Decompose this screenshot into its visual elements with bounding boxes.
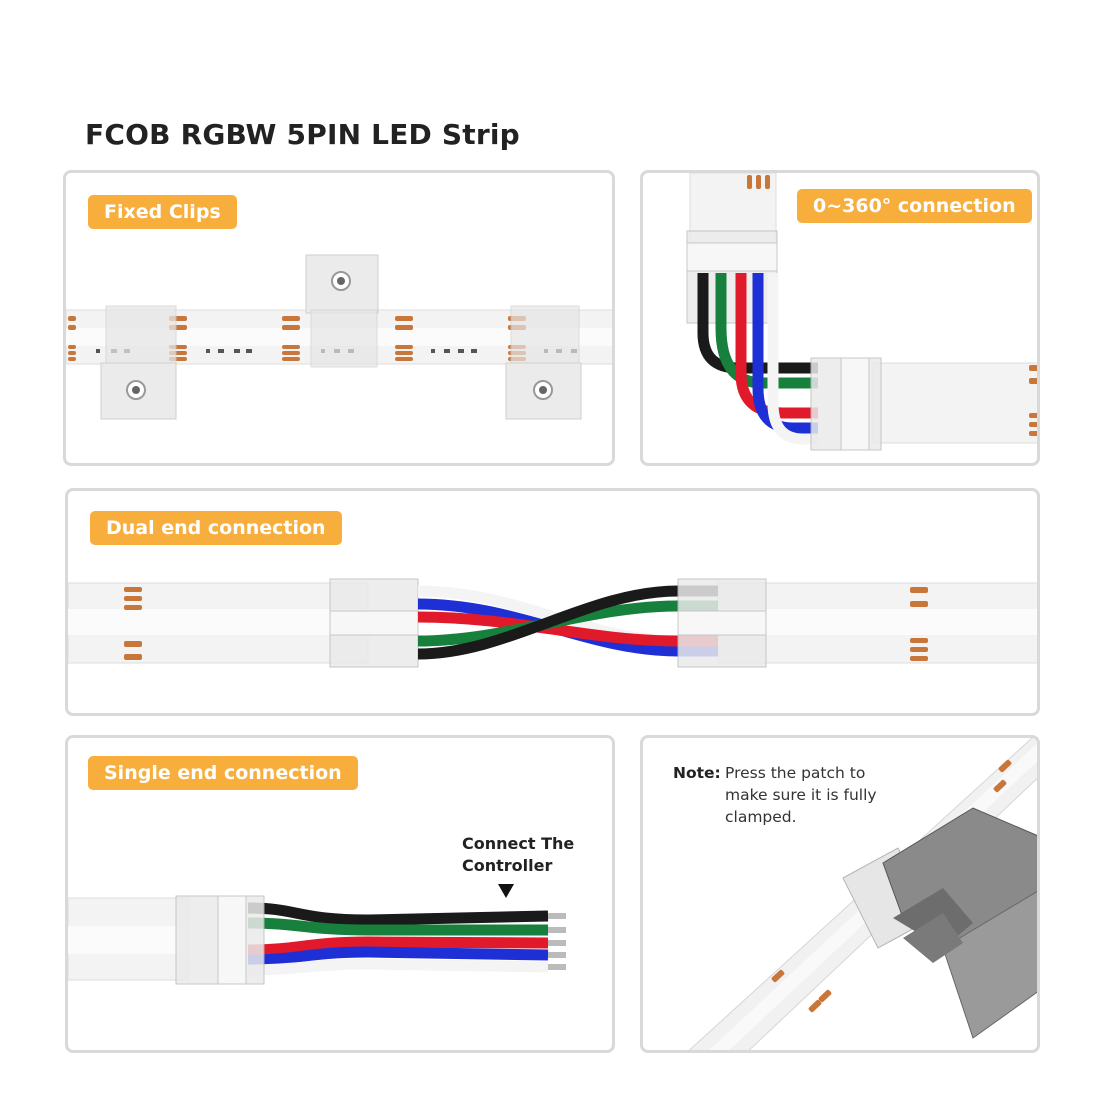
page-title: FCOB RGBW 5PIN LED Strip (85, 118, 520, 151)
mounting-clip-middle (306, 255, 378, 367)
note-line-2: make sure it is fully (725, 784, 877, 806)
fixed-clips-label: Fixed Clips (88, 195, 237, 229)
single-end-panel: Single end connection Connect The Contro… (65, 735, 615, 1053)
single-end-label: Single end connection (88, 756, 358, 790)
note-line-3: clamped. (725, 806, 877, 828)
mounting-clip-left (101, 306, 176, 419)
wire-white (248, 964, 548, 970)
dual-end-panel: Dual end connection (65, 488, 1040, 716)
note-line-1: Press the patch to (725, 762, 877, 784)
dual-end-label: Dual end connection (90, 511, 342, 545)
led-strip-horizontal (873, 363, 1040, 443)
note-panel: Note: Press the patch to make sure it is… (640, 735, 1040, 1053)
down-arrow-icon (498, 884, 514, 898)
wire-blue (248, 952, 548, 960)
wire-black (248, 908, 548, 920)
rotation-connection-label: 0~360° connection (797, 189, 1032, 223)
note-label: Note: (673, 762, 721, 784)
mounting-clip-right (506, 306, 581, 419)
rotation-connection-panel: 0~360° connection (640, 170, 1040, 466)
fixed-clips-panel: Fixed Clips (63, 170, 615, 466)
note-text: Note: Press the patch to make sure it is… (673, 762, 877, 828)
